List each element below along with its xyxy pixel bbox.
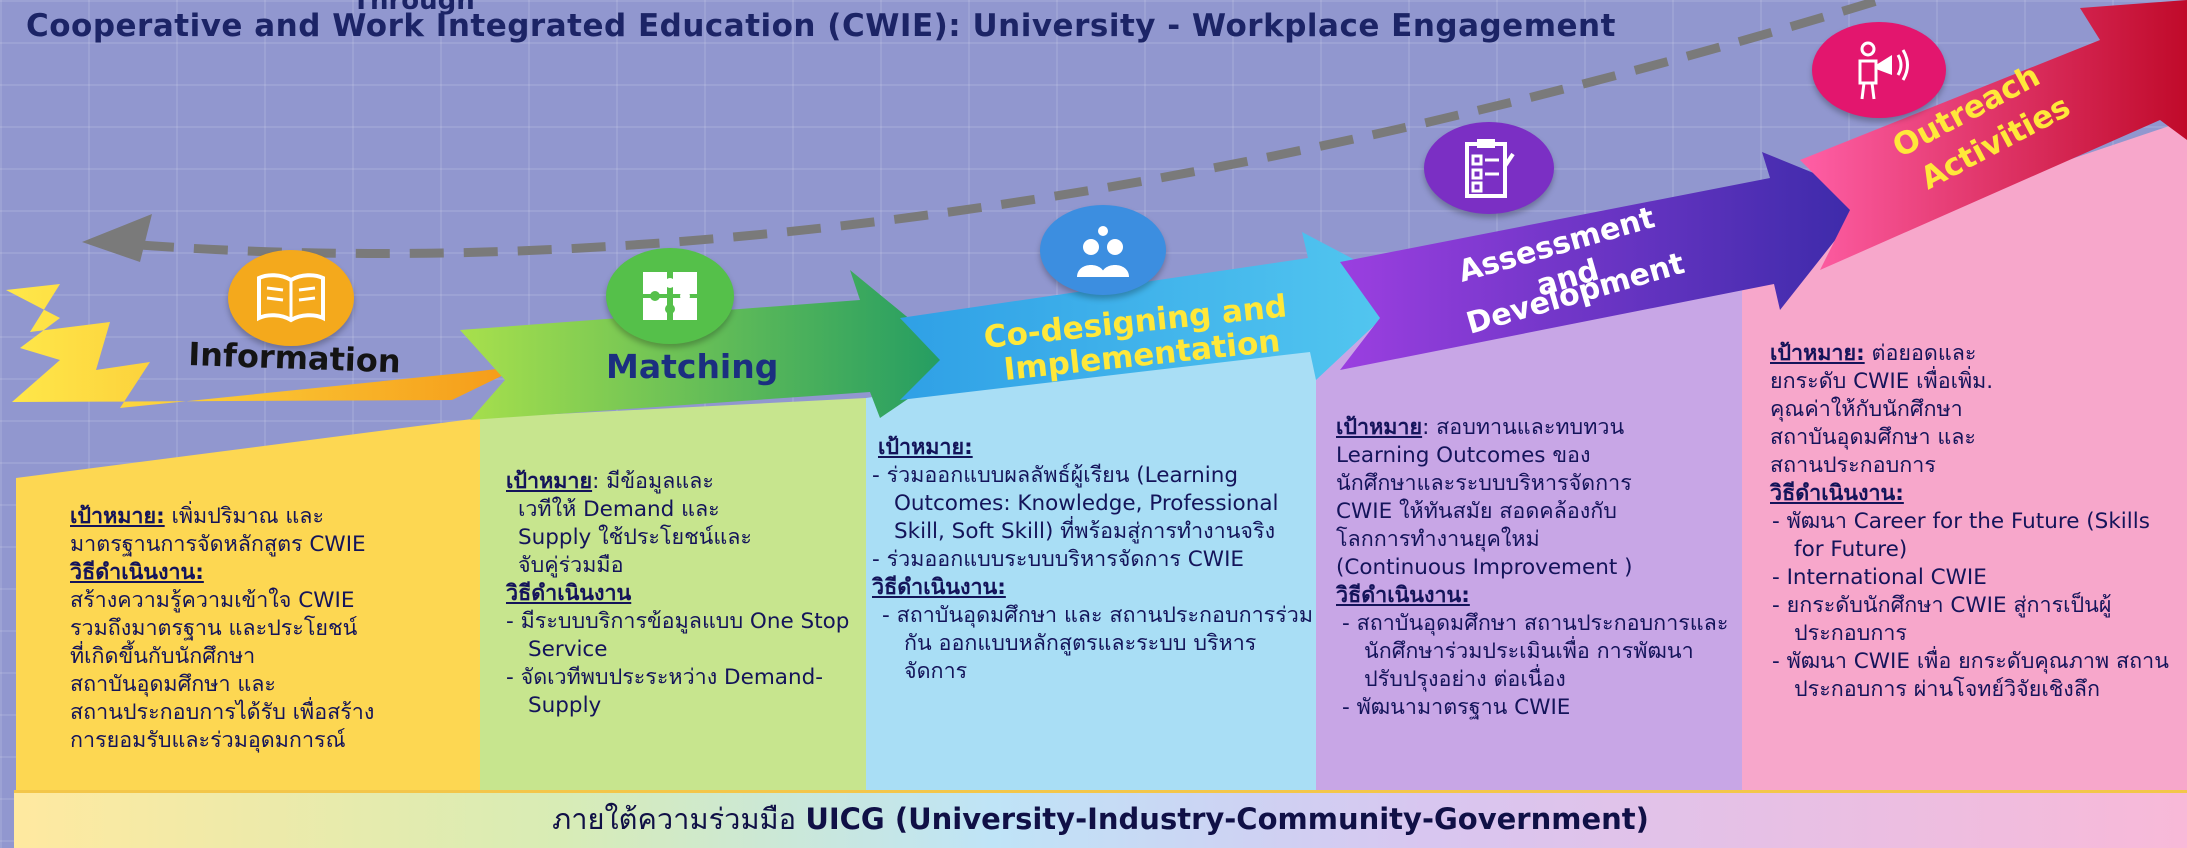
goal-line-2: สถาบันอุดมศึกษา และ	[1770, 425, 1976, 450]
method-label: วิธีดำเนินงาน	[506, 581, 632, 606]
panel-codesign: เป้าหมาย: - ร่วมออกแบบผลลัพธ์ผู้เรียน (L…	[872, 434, 1317, 686]
footer-prefix: ภายใต้ความร่วมมือ	[552, 802, 806, 836]
goal-text: เพิ่มปริมาณ และ	[164, 504, 325, 529]
info-line-2: ที่เกิดขึ้นกับนักศึกษา	[70, 644, 256, 669]
panel-assessment: เป้าหมาย: สอบทานและทบทวน Learning Outcom…	[1336, 414, 1736, 722]
panel-bg-information	[16, 418, 480, 790]
header-line1: Through	[352, 0, 475, 16]
panel-information: เป้าหมาย: เพิ่มปริมาณ และ มาตรฐานการจัดห…	[70, 503, 480, 755]
goal-item-0: - ร่วมออกแบบผลลัพธ์ผู้เรียน (Learning Ou…	[872, 463, 1279, 544]
arrow-matching	[460, 270, 962, 420]
method-item-1: - จัดเวทีพบประระหว่าง Demand-Supply	[506, 665, 823, 718]
feedback-arrowhead	[82, 214, 152, 262]
goal-label: เป้าหมาย:	[70, 504, 165, 529]
goal-line-0: Learning Outcomes ของ	[1336, 443, 1591, 468]
feedback-dashed-arrow	[139, 0, 1882, 258]
panel-bg-assessment	[1316, 270, 1742, 790]
megaphone-icon	[1812, 22, 1946, 118]
method-label: วิธีดำเนินงาน:	[70, 560, 204, 585]
info-line-4: สถานประกอบการได้รับ เพื่อสร้าง	[70, 700, 375, 725]
method-item-2: - ยกระดับนักศึกษา CWIE สู่การเป็นผู้ประก…	[1772, 593, 2112, 646]
open-book-icon	[228, 250, 354, 346]
method-item-0: - สถาบันอุดมศึกษา สถานประกอบการและ นักศึ…	[1342, 611, 1729, 692]
goal-line-1: นักศึกษาและระบบบริหารจัดการ	[1336, 471, 1632, 496]
method-label: วิธีดำเนินงาน:	[872, 575, 1006, 600]
method-item-0: - สถาบันอุดมศึกษา และ สถานประกอบการร่วมก…	[882, 603, 1314, 684]
panel-bg-matching	[480, 398, 866, 790]
goal-label: เป้าหมาย:	[1770, 341, 1865, 366]
goal-line-2: CWIE ให้ทันสมัย สอดคล้องกับ	[1336, 499, 1617, 524]
arrow-information	[6, 284, 522, 408]
panel-bg-outreach	[1742, 120, 2187, 790]
goal-label: เป้าหมาย	[1336, 415, 1423, 440]
puzzle-icon	[606, 248, 734, 344]
goal-line-2: จับคู่ร่วมมือ	[518, 553, 624, 578]
method-item-1: - พัฒนามาตรฐาน CWIE	[1342, 695, 1571, 720]
panel-outreach: เป้าหมาย: ต่อยอดและ ยกระดับ CWIE เพื่อเพ…	[1770, 340, 2180, 704]
goal-text-2: มาตรฐานการจัดหลักสูตร CWIE	[70, 532, 366, 557]
info-line-0: สร้างความรู้ความเข้าใจ CWIE	[70, 588, 355, 613]
goal-line-3: โลกการทำงานยุคใหม่	[1336, 527, 1540, 552]
arrow-codesign	[900, 232, 1412, 400]
arrow-assessment	[1340, 152, 1870, 370]
panel-matching: เป้าหมาย: มีข้อมูลและ เวทีให้ Demand และ…	[506, 468, 856, 720]
goal-label: เป้าหมาย	[506, 469, 593, 494]
goal-line-0: เวทีให้ Demand และ	[518, 497, 720, 522]
info-line-3: สถาบันอุดมศึกษา และ	[70, 672, 276, 697]
footer-bar: ภายใต้ความร่วมมือ UICG (University-Indus…	[14, 790, 2187, 848]
arrow-outreach	[1800, 0, 2187, 270]
goal-line-3: สถานประกอบการ	[1770, 453, 1936, 478]
people-idea-icon	[1040, 205, 1166, 295]
goal-label: เป้าหมาย:	[878, 435, 973, 460]
method-item-0: - พัฒนา Career for the Future (Skills fo…	[1772, 509, 2150, 562]
footer-text: UICG (University-Industry-Community-Gove…	[805, 802, 1649, 836]
goal-line-1: คุณค่าให้กับนักศึกษา	[1770, 397, 1963, 422]
goal-text: : มีข้อมูลและ	[592, 469, 714, 494]
goal-line-1: Supply ใช้ประโยชน์และ	[518, 525, 752, 550]
method-item-3: - พัฒนา CWIE เพื่อ ยกระดับคุณภาพ สถานประ…	[1772, 649, 2169, 702]
goal-text: : สอบทานและทบทวน	[1422, 415, 1625, 440]
goal-line-0: ยกระดับ CWIE เพื่อเพิ่ม.	[1770, 369, 1994, 394]
method-label: วิธีดำเนินงาน:	[1336, 583, 1470, 608]
method-item-1: - International CWIE	[1772, 565, 1987, 590]
goal-text: ต่อยอดและ	[1864, 341, 1977, 366]
info-line-1: รวมถึงมาตรฐาน และประโยชน์	[70, 616, 358, 641]
stage-label-matching: Matching	[606, 347, 778, 386]
method-item-0: - มีระบบบริการข้อมูลแบบ One Stop Service	[506, 609, 850, 662]
method-label: วิธีดำเนินงาน:	[1770, 481, 1904, 506]
checklist-icon	[1424, 122, 1554, 214]
header-title: Cooperative and Work Integrated Educatio…	[26, 8, 1616, 44]
panel-bg-codesign	[866, 330, 1316, 790]
goal-line-4: (Continuous Improvement )	[1336, 555, 1633, 580]
info-line-5: การยอมรับและร่วมอุดมการณ์	[70, 728, 346, 753]
goal-item-1: - ร่วมออกแบบระบบบริหารจัดการ CWIE	[872, 547, 1244, 572]
